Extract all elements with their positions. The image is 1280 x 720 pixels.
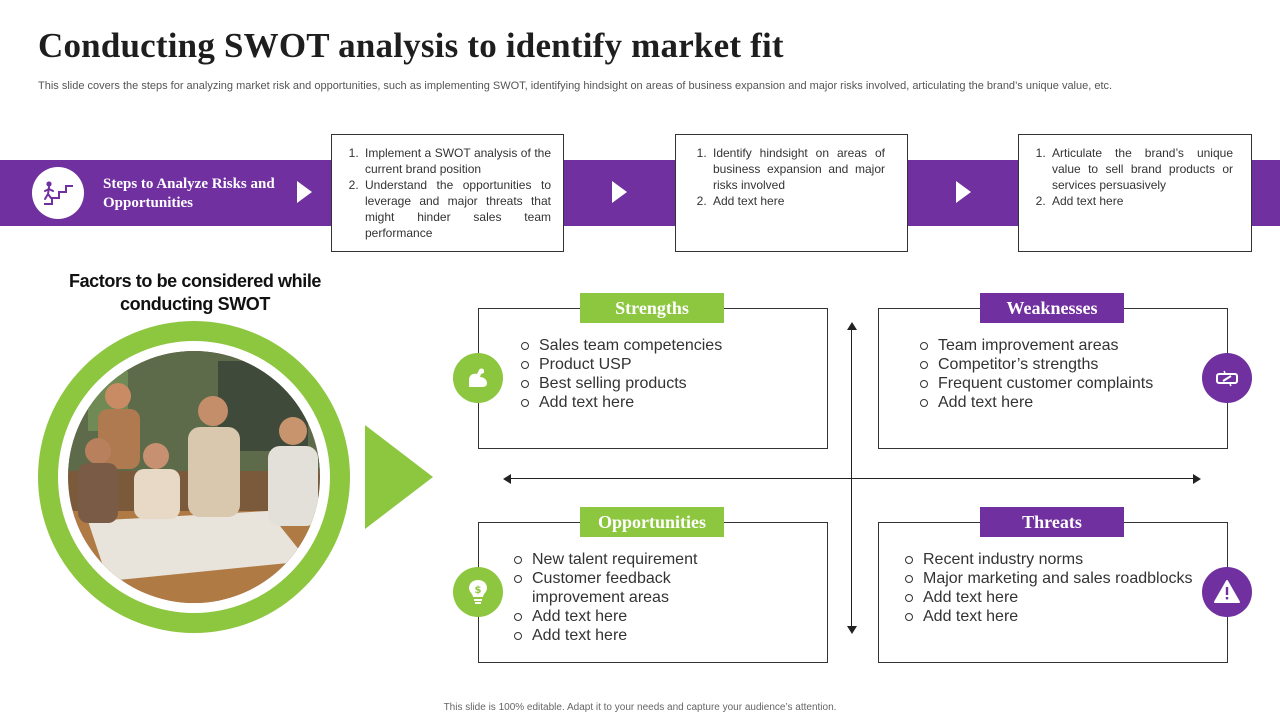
strengths-header: Strengths: [580, 293, 724, 323]
arrow-right-icon: [1193, 474, 1201, 484]
dollar-bulb-icon: $: [469, 580, 487, 604]
list-item: Best selling products: [521, 374, 722, 393]
threats-header: Threats: [980, 507, 1124, 537]
arrow-left-icon: [503, 474, 511, 484]
step-item: Understand the opportunities to leverage…: [362, 177, 551, 241]
list-item: Add text here: [905, 607, 1192, 626]
list-item: Customer feedback improvement areas: [514, 569, 684, 607]
weaknesses-box: [878, 308, 1228, 449]
list-item: Sales team competencies: [521, 336, 722, 355]
warning-icon: [1214, 580, 1240, 603]
threats-list: Recent industry norms Major marketing an…: [905, 550, 1192, 626]
step-box-2: Identify hindsight on areas of business …: [675, 134, 908, 252]
list-item: Product USP: [521, 355, 722, 374]
steps-icon-badge: [32, 167, 84, 219]
list-item: Recent industry norms: [905, 550, 1192, 569]
list-item: Add text here: [920, 393, 1153, 412]
flexed-arm-icon: [469, 368, 487, 387]
footer-note: This slide is 100% editable. Adapt it to…: [443, 702, 837, 713]
list-item: Add text here: [514, 607, 697, 626]
step-box-3: Articulate the brand’s unique value to s…: [1018, 134, 1252, 252]
list-item: Add text here: [521, 393, 722, 412]
strengths-list: Sales team competencies Product USP Best…: [521, 336, 722, 412]
list-item: Major marketing and sales roadblocks: [905, 569, 1192, 588]
opportunities-list: New talent requirement Customer feedback…: [514, 550, 697, 645]
steps-band-label: Steps to Analyze Risks and Opportunities: [103, 176, 275, 211]
step-item: Implement a SWOT analysis of the current…: [362, 145, 551, 177]
pointer-triangle: [365, 425, 433, 529]
step-box-1: Implement a SWOT analysis of the current…: [331, 134, 564, 252]
list-item: Add text here: [514, 626, 697, 645]
list-item: New talent requirement: [514, 550, 697, 569]
svg-text:$: $: [475, 585, 482, 596]
vertical-axis: [851, 326, 852, 632]
list-item: Frequent customer complaints: [920, 374, 1153, 393]
weaknesses-icon-badge: [1202, 353, 1252, 403]
strengths-icon-badge: [453, 353, 503, 403]
team-meeting-photo: [68, 351, 320, 603]
list-item: Team improvement areas: [920, 336, 1153, 355]
step-item: Add text here: [1049, 193, 1233, 209]
opportunities-icon-badge: $: [453, 567, 503, 617]
weaknesses-header: Weaknesses: [980, 293, 1124, 323]
opportunities-box: [478, 522, 828, 663]
page-subtitle: This slide covers the steps for analyzin…: [38, 80, 1113, 92]
arrow-up-icon: [847, 322, 857, 330]
horizontal-axis: [507, 478, 1199, 479]
play-arrow-icon: [297, 181, 312, 203]
step-item: Add text here: [710, 193, 885, 209]
list-item: Competitor’s strengths: [920, 355, 1153, 374]
play-arrow-icon: [612, 181, 627, 203]
factors-title: Factors to be considered while conductin…: [68, 271, 322, 314]
threats-icon-badge: [1202, 567, 1252, 617]
step-item: Identify hindsight on areas of business …: [710, 145, 885, 193]
stairs-person-icon: [44, 181, 73, 205]
broken-link-icon: [1216, 370, 1238, 387]
weaknesses-list: Team improvement areas Competitor’s stre…: [920, 336, 1153, 412]
step-item: Articulate the brand’s unique value to s…: [1049, 145, 1233, 193]
list-item: Add text here: [905, 588, 1192, 607]
arrow-down-icon: [847, 626, 857, 634]
play-arrow-icon: [956, 181, 971, 203]
page-title: Conducting SWOT analysis to identify mar…: [38, 26, 784, 65]
opportunities-header: Opportunities: [580, 507, 724, 537]
